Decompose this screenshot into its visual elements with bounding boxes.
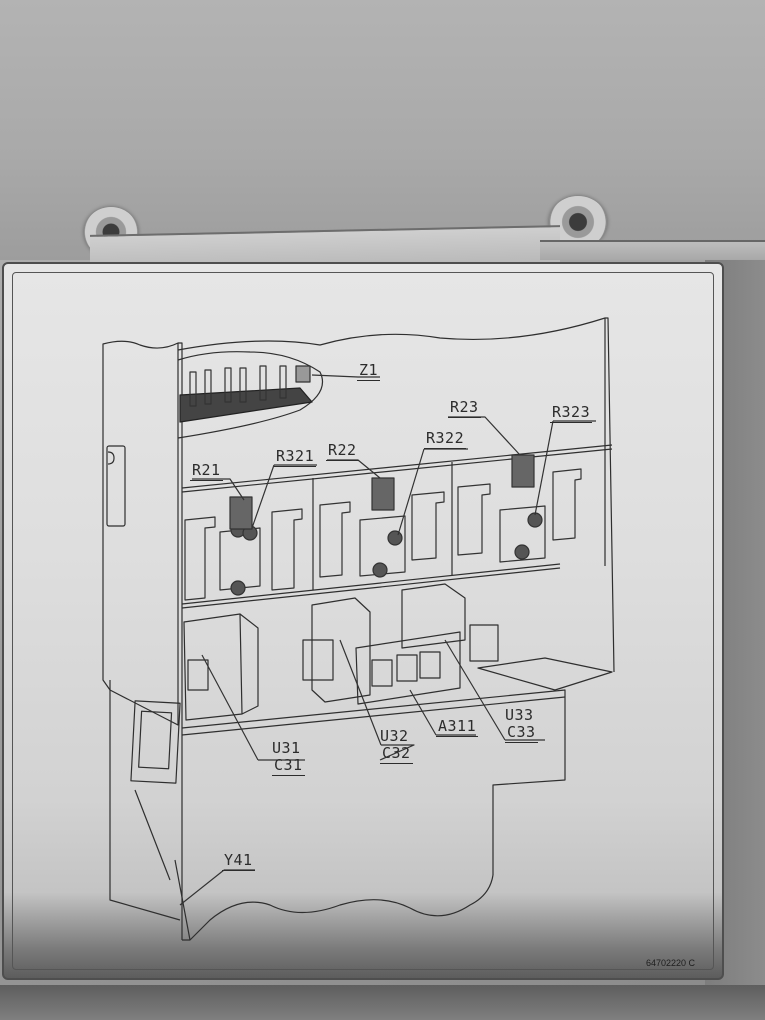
- busbar-z1: [177, 351, 324, 439]
- label-r321: R321: [274, 447, 317, 467]
- label-r22-text: R22: [326, 441, 359, 461]
- label-u32-text: U32: [380, 727, 409, 745]
- label-u32-c32: U32 C32: [380, 728, 413, 764]
- label-r323: R323: [550, 403, 593, 423]
- label-c31-text: C31: [272, 756, 305, 776]
- label-plate-border: [12, 272, 714, 970]
- label-r21-text: R21: [190, 461, 223, 481]
- label-c32-text: C32: [380, 744, 413, 764]
- label-r23-text: R23: [448, 398, 481, 418]
- mounting-rail-right: [540, 240, 765, 260]
- back-panel-top: [177, 317, 606, 566]
- label-r321-text: R321: [274, 447, 317, 467]
- label-plate: [2, 262, 724, 980]
- label-y41: Y41: [222, 852, 255, 871]
- label-u33-text: U33: [505, 706, 534, 724]
- label-c33-text: C33: [505, 723, 538, 743]
- label-r22: R22: [326, 442, 359, 461]
- wall-bottom-edge: [0, 985, 765, 1020]
- lower-cabinet: [109, 583, 613, 941]
- label-a311: A311: [436, 717, 479, 737]
- label-r322-text: R322: [424, 429, 467, 449]
- label-z1-text: Z1: [357, 361, 381, 381]
- label-r323-text: R323: [550, 403, 593, 423]
- label-z1: Z1: [357, 361, 381, 381]
- label-u33-c33: U33 C33: [505, 707, 538, 743]
- side-panel: [102, 340, 183, 940]
- label-u31-text: U31: [272, 739, 301, 757]
- label-y41-text: Y41: [222, 851, 255, 871]
- label-r23: R23: [448, 399, 481, 418]
- label-r21: R21: [190, 462, 223, 481]
- resistor-holders: [184, 454, 582, 601]
- label-r322: R322: [424, 429, 467, 449]
- document-number: 64702220 C: [646, 958, 696, 968]
- label-u31-c31: U31 C31: [272, 740, 305, 776]
- label-a311-text: A311: [436, 717, 479, 737]
